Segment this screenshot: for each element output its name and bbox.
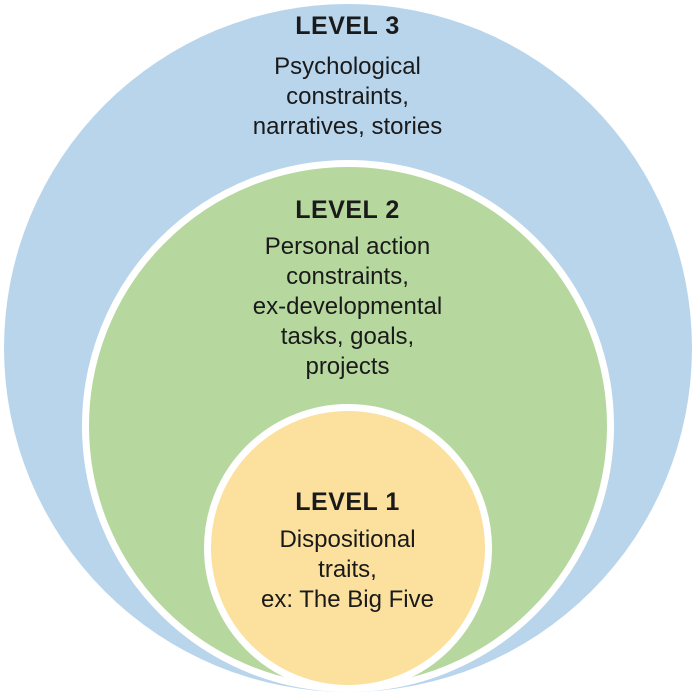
level-1-circle — [204, 404, 492, 692]
level-1-description-line: Dispositional — [279, 526, 416, 553]
level-1-description-line: traits, — [318, 556, 377, 583]
level-3-description: Psychological constraints, narratives, s… — [0, 52, 695, 142]
level-2-description-line: constraints, — [286, 263, 409, 290]
level-2-description-line: ex-developmental — [252, 293, 443, 320]
level-1-label: LEVEL 1 — [295, 488, 400, 516]
level-2-label: LEVEL 2 — [295, 196, 400, 224]
level-2-description-line: tasks, goals, — [280, 323, 415, 350]
level-3-description-line: narratives, stories — [252, 113, 443, 140]
level-3-label: LEVEL 3 — [295, 12, 400, 40]
level-3-description-line: constraints, — [286, 83, 409, 110]
level-2-description: Personal action constraints, ex-developm… — [0, 232, 695, 382]
level-3-description-line: Psychological — [274, 53, 421, 80]
level-1-description: Dispositional traits, ex: The Big Five — [0, 525, 695, 615]
level-2-description-line: Personal action — [264, 233, 431, 260]
level-2-description-line: projects — [305, 353, 390, 380]
level-1-description-line: ex: The Big Five — [261, 586, 434, 613]
